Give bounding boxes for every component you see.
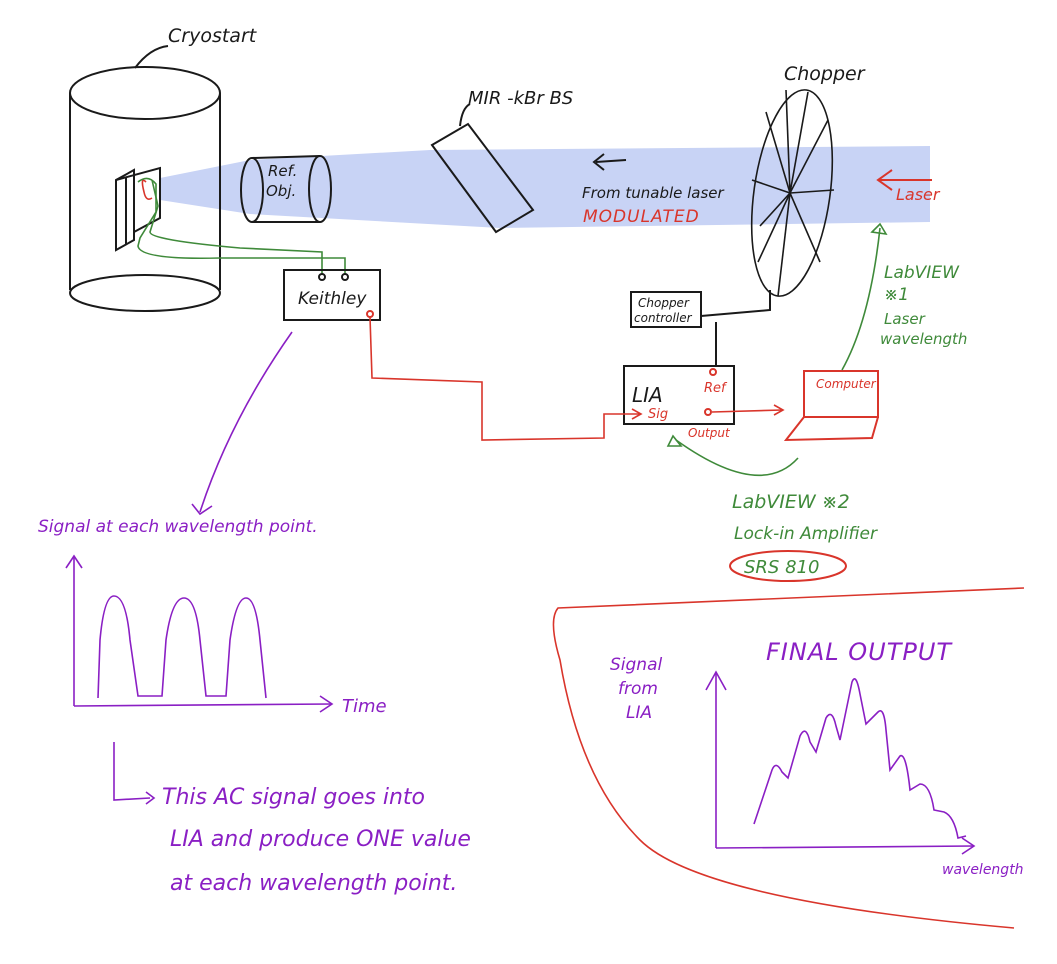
time-plot-signal [97, 595, 267, 699]
cryostat [69, 45, 221, 312]
note-arrowhead [145, 791, 156, 805]
lia-ref-port [709, 368, 717, 376]
lia-output-port [704, 408, 712, 416]
lia-ref-label: Ref [704, 381, 728, 396]
sample-wire-green [137, 177, 346, 275]
beam-splitter [430, 103, 535, 234]
keithley-to-plot-arrowhead [191, 503, 213, 516]
keithley-label: Keithley [298, 289, 367, 309]
modulated-label: MODULATED [583, 207, 700, 227]
final-y-label-3: LIA [626, 703, 652, 723]
sample-holder [115, 166, 161, 252]
lia-label: LIA [632, 383, 663, 407]
keithley-output-port [366, 310, 374, 318]
computer-label: Computer [816, 377, 877, 391]
cryostat-label: Cryostart [168, 25, 258, 47]
ref-obj-label-2: Obj. [266, 182, 296, 200]
keithley-to-plot-arrow [199, 331, 293, 513]
lock-in-amplifier [623, 365, 735, 425]
lia-sig-label: Sig [648, 407, 668, 422]
final-plot-signal [753, 678, 967, 839]
sample-wire-red [141, 179, 153, 200]
lia-output-label: Output [688, 426, 731, 440]
keithley-lia-cable [369, 316, 640, 441]
lia-computer-arrow [773, 404, 785, 416]
chopper [750, 89, 835, 297]
labview1-label-3: Laser [884, 310, 926, 328]
labview2-label-1: LabVIEW ※2 [732, 491, 850, 513]
chopper-ctrl-label-1: Chopper [638, 296, 690, 310]
srs-label: SRS 810 [744, 557, 819, 578]
sample-wire-green-2 [149, 179, 323, 275]
note-arrow [113, 742, 151, 801]
lia-computer-cable [711, 409, 783, 413]
final-output-border [552, 587, 1025, 929]
note-line-2: LIA and produce ONE value [170, 827, 471, 852]
note-line-3: at each wavelength point. [170, 871, 457, 896]
final-y-label-1: Signal [610, 655, 662, 675]
time-axis-label: Time [342, 696, 387, 717]
laser-beam [160, 146, 930, 228]
labview1-label-4: wavelength [880, 330, 967, 348]
final-x-label: wavelength [942, 862, 1024, 878]
lia-sig-arrow [631, 408, 643, 420]
chopper-controller [630, 290, 771, 365]
labview2-arrowhead [666, 434, 683, 447]
keithley [283, 269, 381, 321]
signal-title: Signal at each wavelength point. [38, 517, 318, 537]
labview2-label-2: Lock-in Amplifier [734, 524, 878, 544]
labview2-arrow [675, 439, 799, 477]
srs-circle [729, 550, 847, 582]
labview1-arrowhead [870, 222, 888, 236]
chopper-ctrl-label-2: controller [634, 311, 693, 325]
beam-direction-arrow [592, 153, 627, 171]
beam-splitter-label: MIR -kBr BS [468, 88, 573, 109]
final-output-title: FINAL OUTPUT [766, 638, 953, 666]
ref-obj-label-1: Ref. [268, 162, 297, 180]
labview1-label-1: LabVIEW [884, 263, 960, 283]
laser-label: Laser [896, 185, 941, 204]
computer [783, 370, 879, 442]
time-plot-axes [65, 554, 334, 713]
chopper-label: Chopper [784, 63, 866, 85]
labview1-arrow [841, 227, 881, 371]
laser-arrow [876, 169, 932, 191]
from-laser-label: From tunable laser [582, 184, 725, 202]
note-line-1: This AC signal goes into [162, 785, 425, 810]
reference-objective [240, 155, 332, 223]
final-y-label-2: from [618, 679, 658, 699]
labview1-label-2: ※1 [884, 285, 909, 305]
final-plot-axes [705, 670, 976, 855]
